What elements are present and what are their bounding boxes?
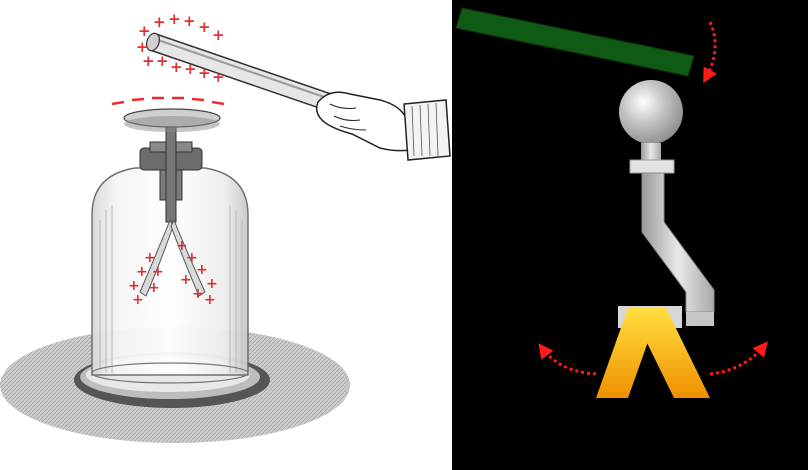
plus-sign: + <box>170 58 183 76</box>
plus-sign: + <box>184 60 197 78</box>
plus-sign: + <box>192 286 204 302</box>
plus-sign: + <box>148 280 160 296</box>
plus-sign: + <box>168 10 181 28</box>
plus-sign: + <box>204 292 216 308</box>
plus-sign: + <box>206 276 218 292</box>
plus-sign: + <box>212 68 225 86</box>
plus-sign: + <box>152 264 164 280</box>
plus-sign: + <box>156 52 169 70</box>
right-schematic-panel <box>452 0 808 470</box>
plus-sign: + <box>153 13 166 31</box>
electroscope-ball <box>619 80 683 144</box>
plus-sign: + <box>183 12 196 30</box>
plus-sign: + <box>180 272 192 288</box>
plus-sign: + <box>198 64 211 82</box>
left-engraving-panel: + + + + + + + + + + + + + + + + + + + + … <box>0 0 452 470</box>
plus-sign: + <box>212 26 225 44</box>
plus-sign: + <box>198 18 211 36</box>
plus-sign: + <box>132 292 144 308</box>
plus-sign: + <box>142 52 155 70</box>
